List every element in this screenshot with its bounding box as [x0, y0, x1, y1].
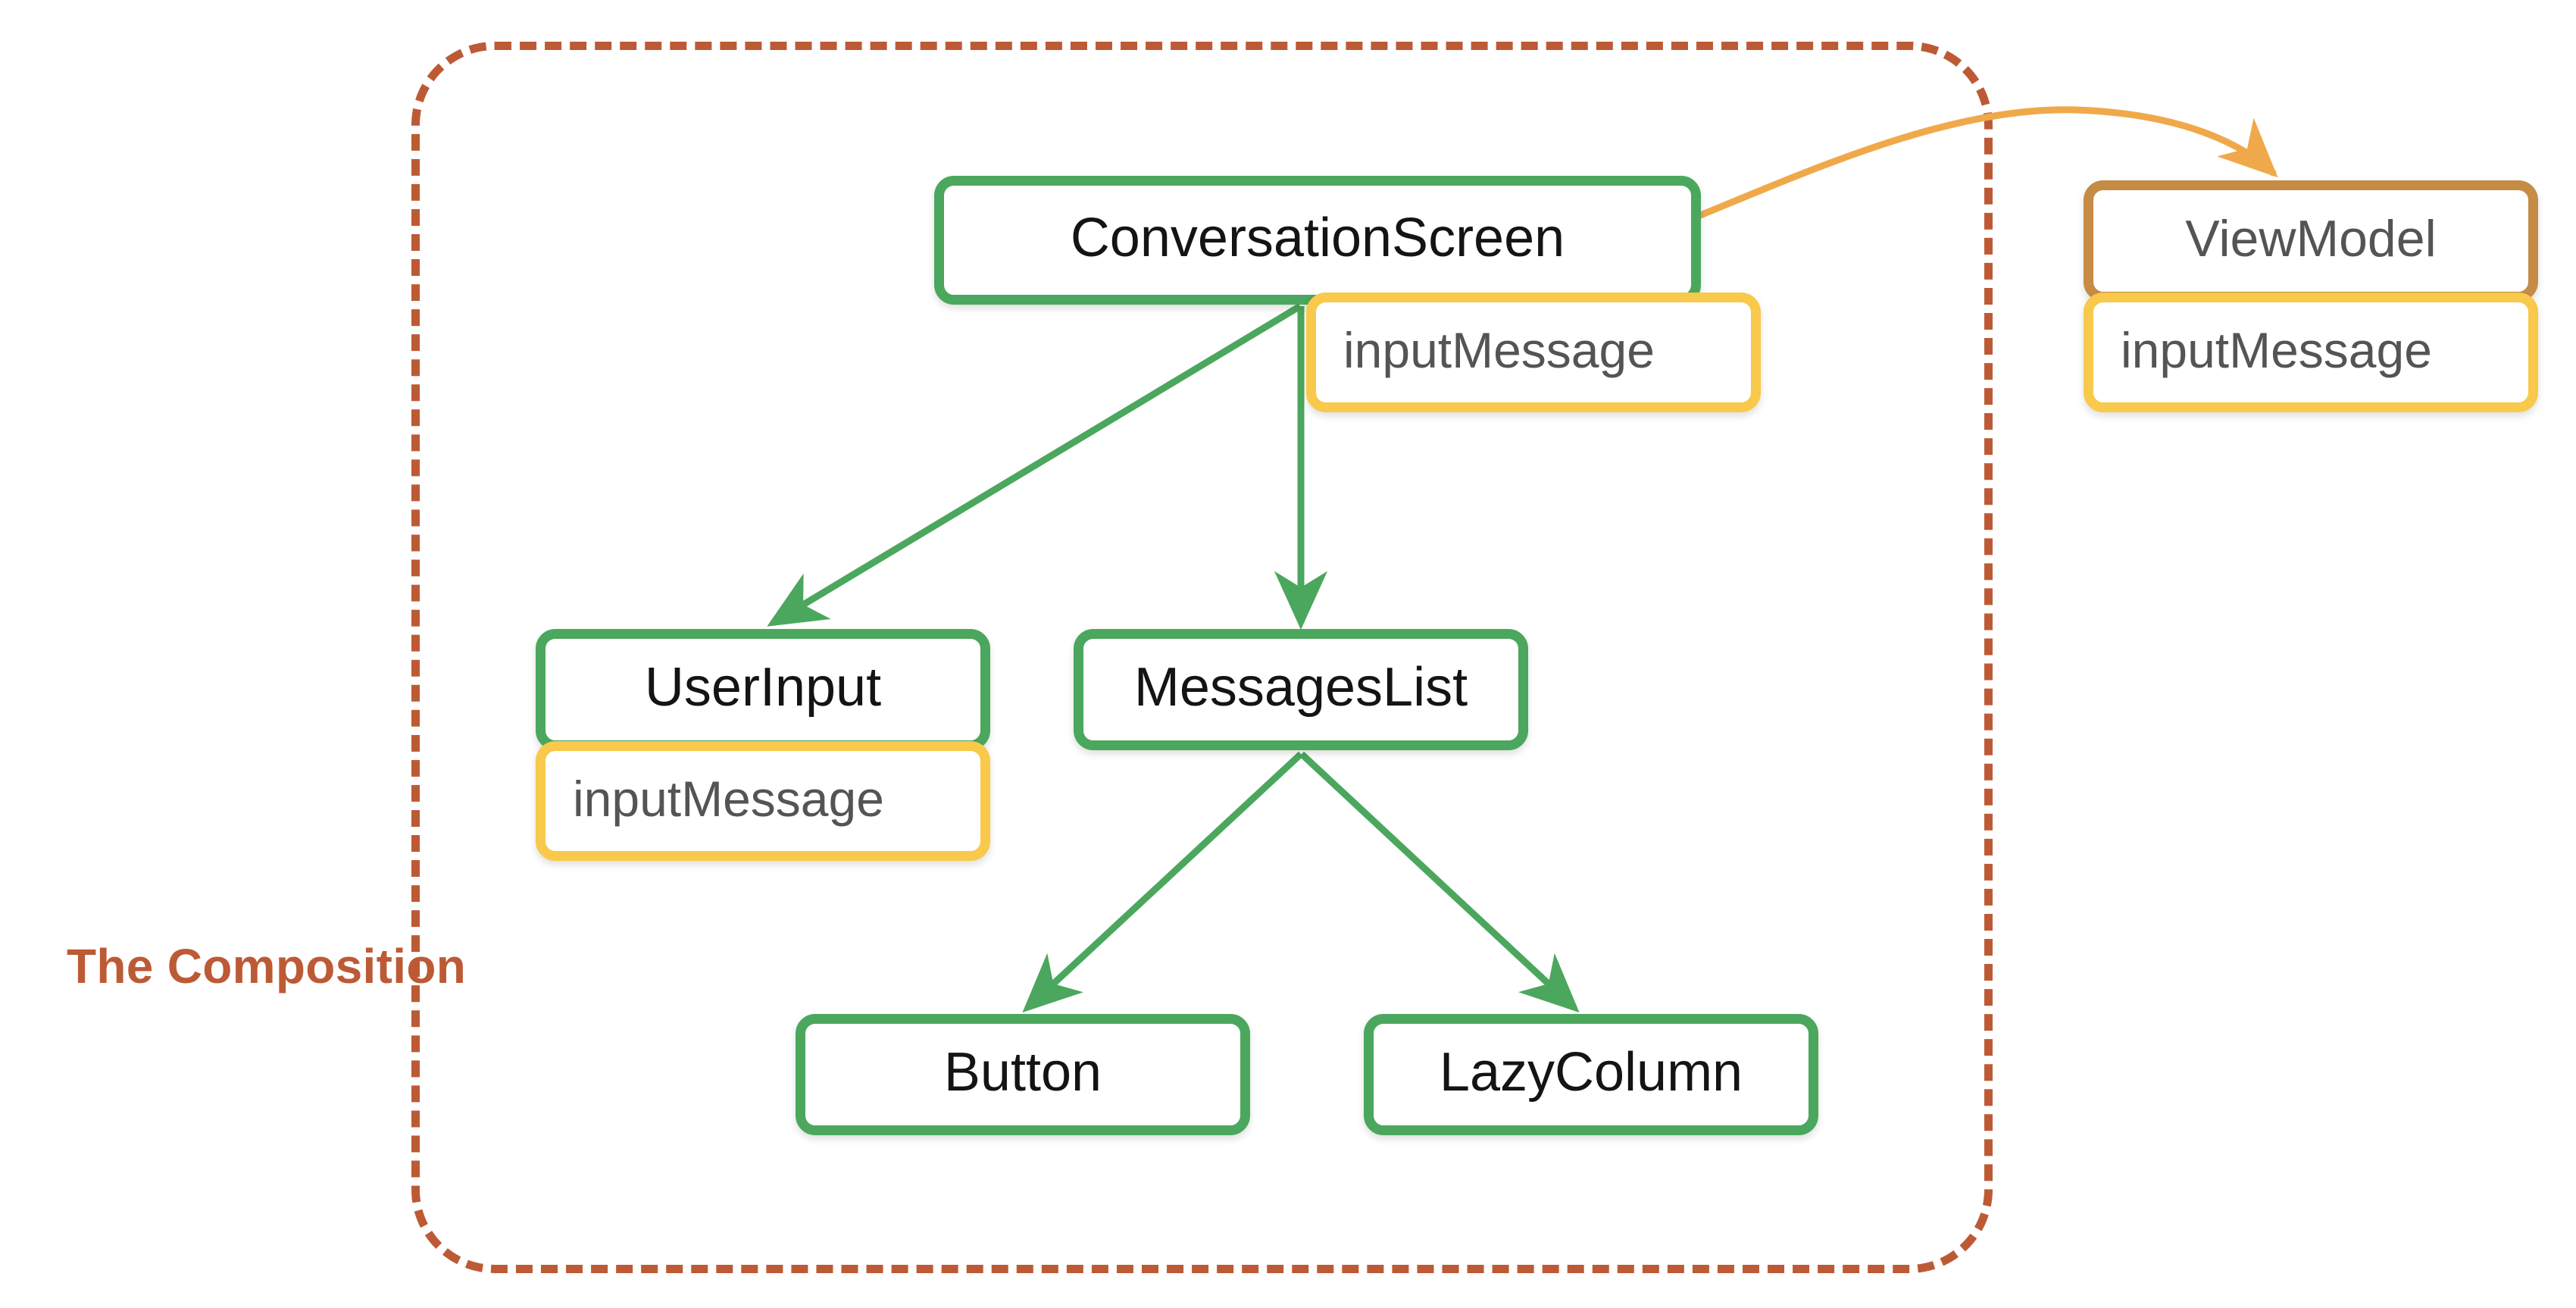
- node-button[interactable]: Button: [796, 1014, 1250, 1135]
- node-label: ConversationScreen: [1070, 208, 1565, 268]
- node-lazycolumn[interactable]: LazyColumn: [1364, 1014, 1818, 1135]
- node-label: inputMessage: [1343, 322, 1655, 378]
- node-messageslist[interactable]: MessagesList: [1074, 629, 1528, 750]
- node-label: inputMessage: [573, 771, 884, 827]
- node-label: Button: [943, 1042, 1102, 1103]
- node-userinput-state-inputmessage[interactable]: inputMessage: [536, 741, 990, 861]
- node-label: ViewModel: [2185, 210, 2437, 268]
- node-conversation-screen-state-inputmessage[interactable]: inputMessage: [1306, 293, 1761, 412]
- composition-boundary: [411, 42, 1993, 1273]
- node-label: MessagesList: [1133, 657, 1468, 718]
- node-label: LazyColumn: [1439, 1042, 1743, 1103]
- node-label: UserInput: [644, 657, 882, 718]
- node-label: inputMessage: [2121, 322, 2432, 378]
- node-viewmodel[interactable]: ViewModel: [2084, 180, 2538, 302]
- node-conversation-screen[interactable]: ConversationScreen: [934, 176, 1701, 305]
- composition-boundary-label: The Composition: [67, 939, 467, 994]
- node-userinput[interactable]: UserInput: [536, 629, 990, 750]
- node-viewmodel-state-inputmessage[interactable]: inputMessage: [2084, 293, 2538, 412]
